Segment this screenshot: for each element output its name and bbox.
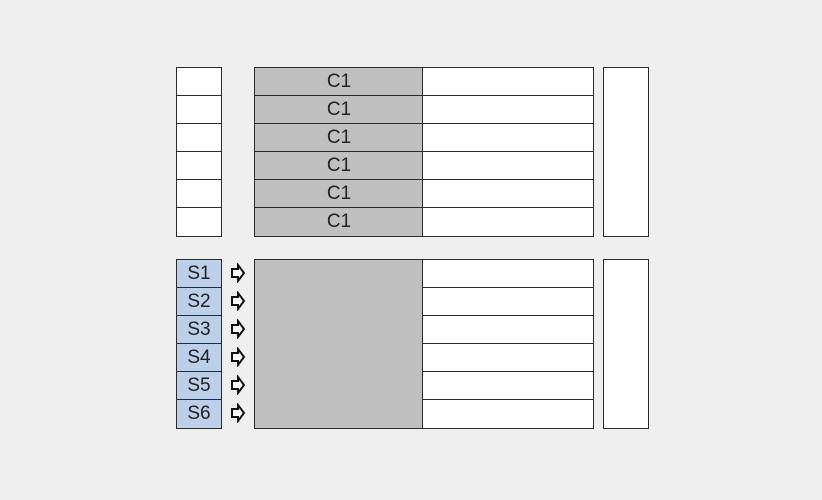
bottom-white-cell-2 — [422, 287, 594, 316]
top-left-cell-4 — [176, 151, 222, 180]
top-gray-cell-6: C1 — [254, 207, 424, 237]
cell-label: C1 — [326, 211, 352, 232]
cell-label: C1 — [326, 70, 352, 92]
top-gray-cell-3: C1 — [254, 123, 424, 152]
bottom-right-box — [603, 259, 649, 429]
top-gray-cell-5: C1 — [254, 179, 424, 208]
source-cell-4: S4 — [176, 343, 222, 372]
right-arrow-icon — [231, 403, 246, 423]
top-white-cell-3 — [422, 123, 594, 152]
source-cell-2: S2 — [176, 287, 222, 316]
cell-label: C1 — [326, 98, 352, 120]
source-label: S4 — [187, 346, 211, 368]
top-left-cell-6 — [176, 207, 222, 237]
top-left-cell-3 — [176, 123, 222, 152]
bottom-white-cell-1 — [422, 259, 594, 288]
top-gray-cell-4: C1 — [254, 151, 424, 180]
cell-label: C1 — [326, 126, 352, 148]
top-left-cell-1 — [176, 67, 222, 96]
right-arrow-icon — [231, 347, 246, 367]
source-label: S2 — [187, 290, 211, 312]
top-white-cell-1 — [422, 67, 594, 96]
top-white-cell-5 — [422, 179, 594, 208]
top-white-cell-4 — [422, 151, 594, 180]
source-cell-3: S3 — [176, 315, 222, 344]
top-gray-cell-2: C1 — [254, 95, 424, 124]
top-gray-cell-1: C1 — [254, 67, 424, 96]
right-arrow-icon — [231, 319, 246, 339]
source-cell-6: S6 — [176, 399, 222, 429]
source-cell-5: S5 — [176, 371, 222, 400]
bottom-white-cell-3 — [422, 315, 594, 344]
source-label: S5 — [187, 374, 211, 396]
bottom-white-cell-5 — [422, 371, 594, 400]
right-arrow-icon — [231, 375, 246, 395]
cell-label: C1 — [326, 182, 352, 204]
bottom-gray-block — [254, 259, 424, 429]
top-white-cell-2 — [422, 95, 594, 124]
top-right-box — [603, 67, 649, 237]
top-left-cell-5 — [176, 179, 222, 208]
source-cell-1: S1 — [176, 259, 222, 288]
source-label: S3 — [187, 318, 211, 340]
source-label: S6 — [187, 403, 211, 424]
right-arrow-icon — [231, 291, 246, 311]
bottom-white-cell-6 — [422, 399, 594, 429]
bottom-white-cell-4 — [422, 343, 594, 372]
top-left-cell-2 — [176, 95, 222, 124]
source-label: S1 — [187, 262, 211, 284]
top-white-cell-6 — [422, 207, 594, 237]
right-arrow-icon — [231, 263, 246, 283]
cell-label: C1 — [326, 154, 352, 176]
